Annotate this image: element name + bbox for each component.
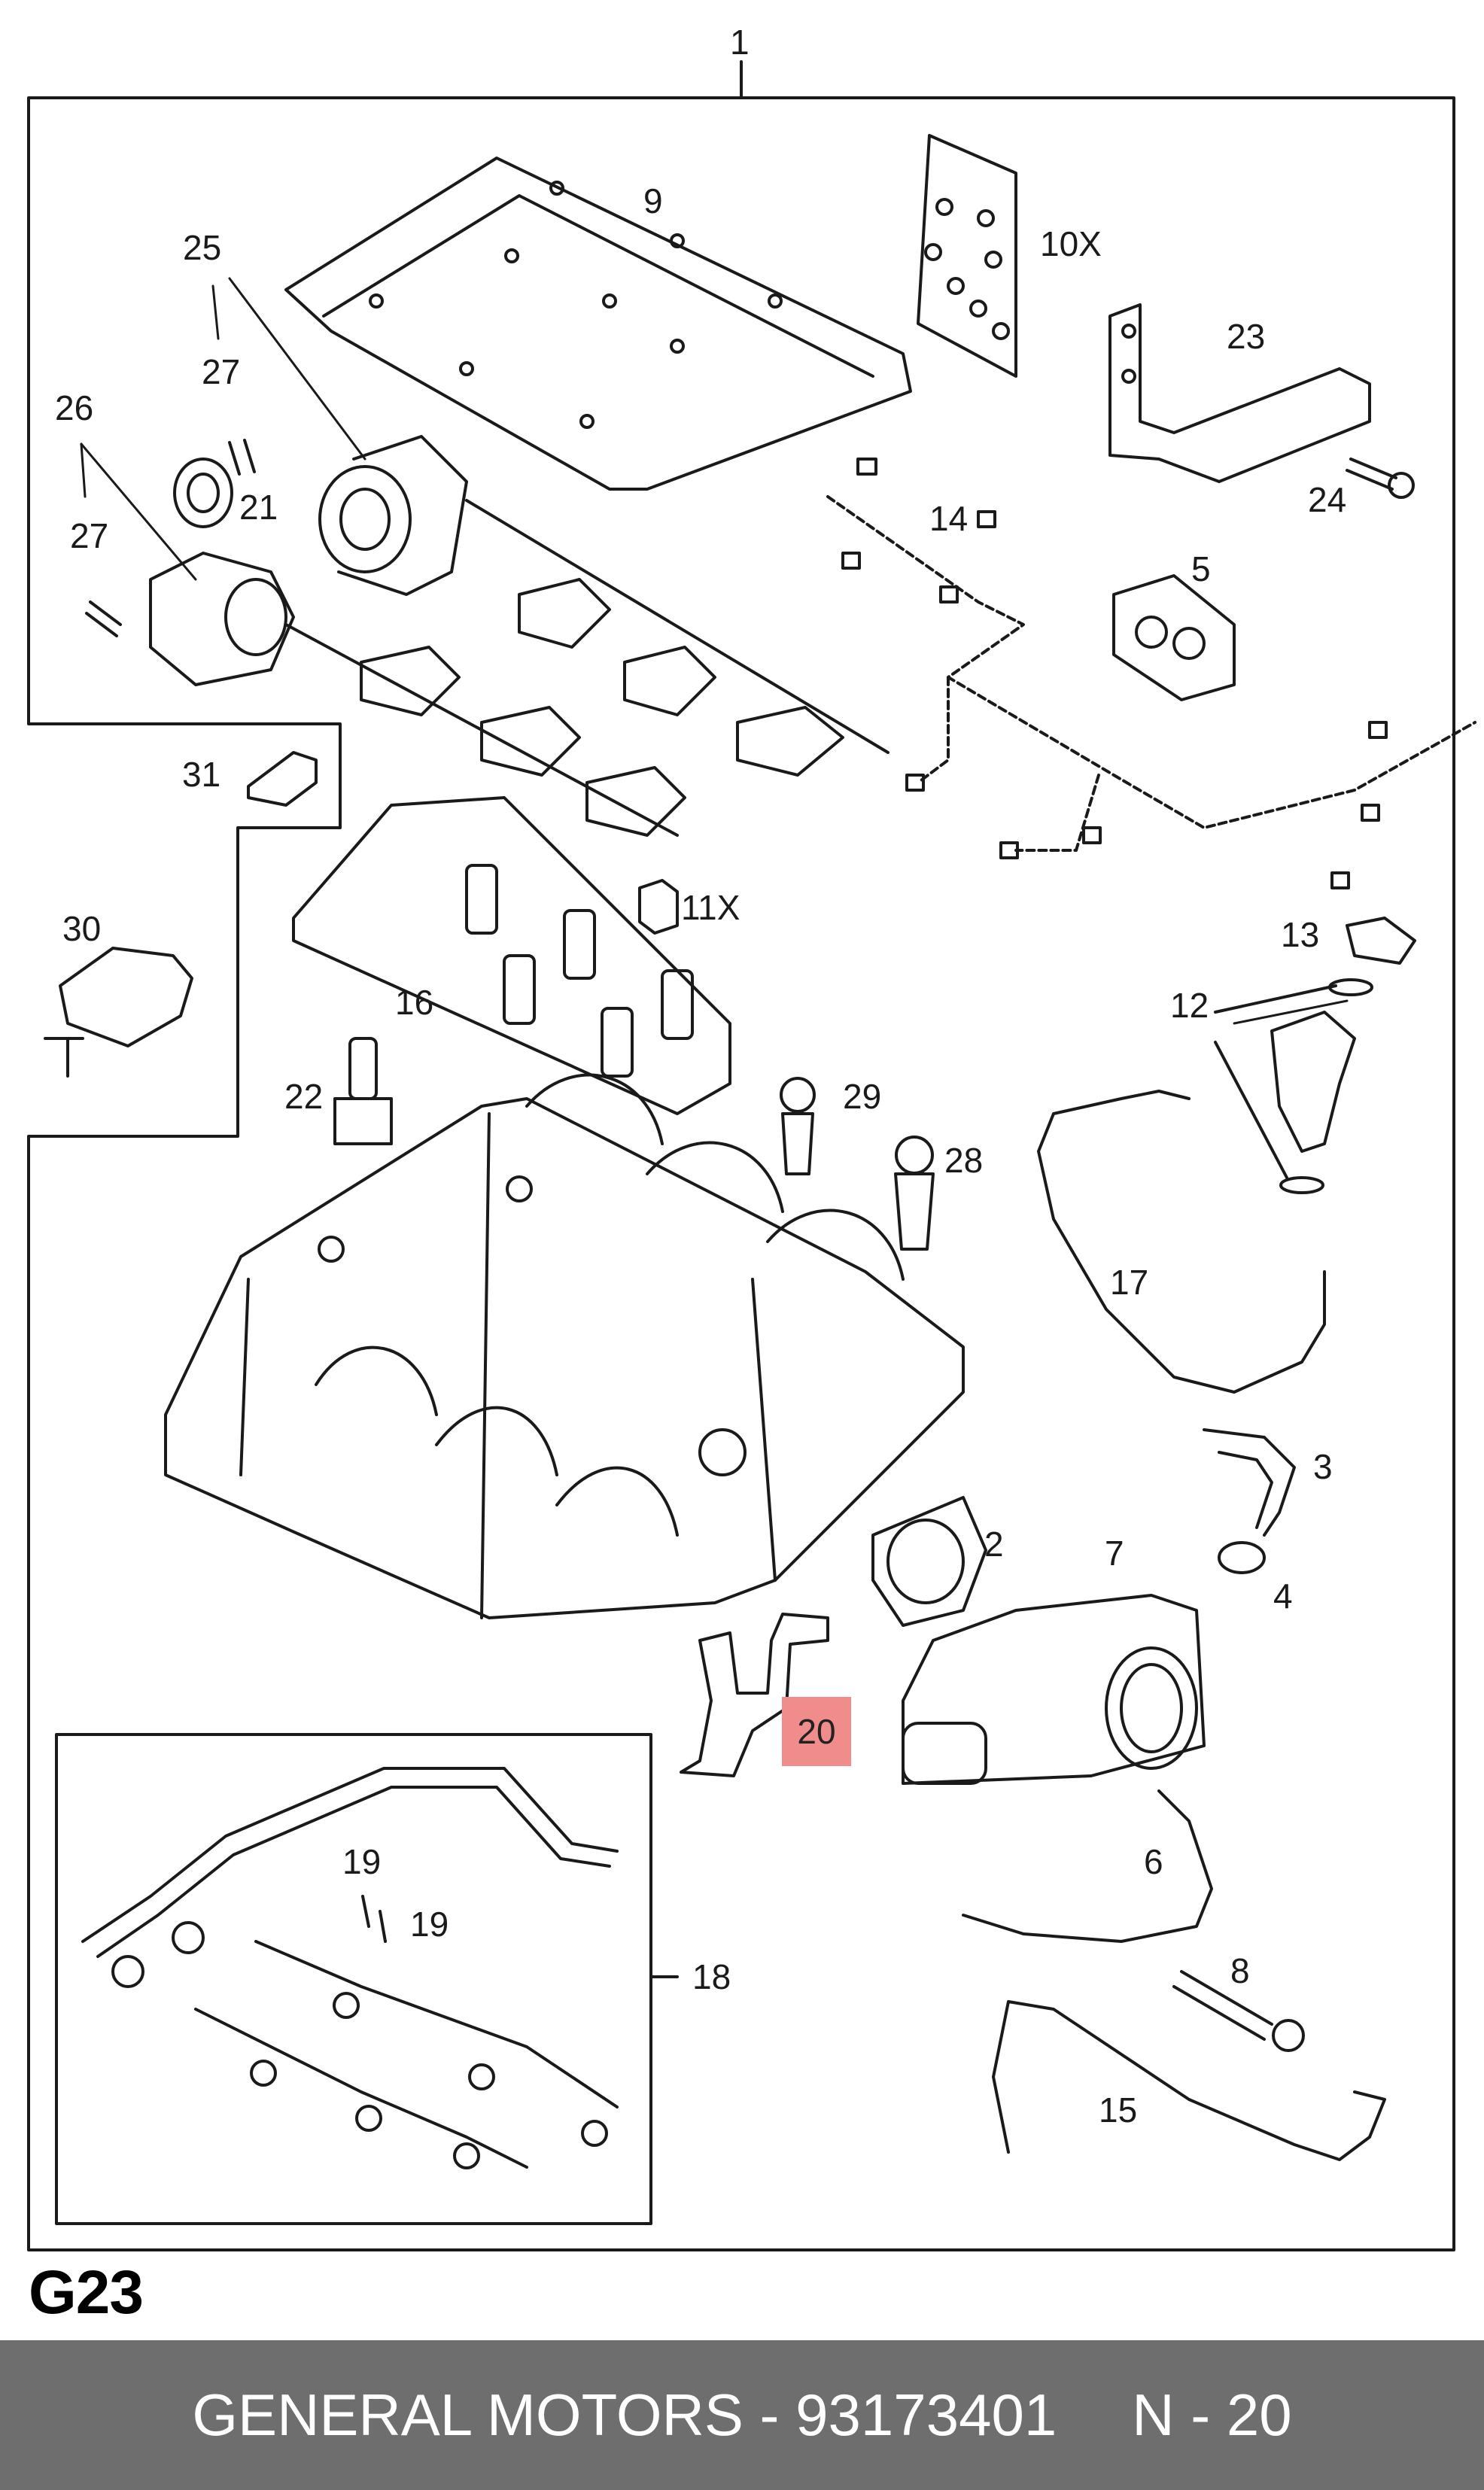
footer-bar: GENERAL MOTORS - 93173401 N - 20	[0, 2340, 1484, 2490]
connector-block-5	[1112, 574, 1236, 701]
callout-15: 15	[1099, 2090, 1137, 2130]
bracket-20	[680, 1613, 829, 1777]
callout-labels: 1 9 10X 25 27 23 26 21 24 14 5 27 31 11X…	[55, 23, 1346, 2130]
callout-13: 13	[1281, 915, 1319, 954]
callout-27-lower: 27	[70, 516, 108, 555]
callout-10x: 10X	[1040, 224, 1102, 263]
stud-28	[894, 1136, 935, 1251]
callout-30: 30	[62, 909, 101, 948]
callout-2: 2	[984, 1525, 1004, 1564]
callout-20-highlighted: 20	[797, 1712, 836, 1751]
footer-part-number: 93173401	[795, 2382, 1057, 2448]
callout-7: 7	[1105, 1534, 1124, 1573]
callout-23: 23	[1227, 317, 1265, 356]
callout-9: 9	[643, 181, 663, 220]
hose-6	[962, 1789, 1213, 1943]
callout-24: 24	[1308, 480, 1346, 519]
harness-connectors	[841, 458, 1388, 889]
seal-11x	[638, 879, 679, 935]
parts-diagram: 1 9 10X 25 27 23 26 21 24 14 5 27 31 11X…	[27, 23, 1476, 2251]
hose-15	[992, 2000, 1386, 2161]
hose-3	[1203, 1428, 1296, 1537]
gasket-2	[871, 1496, 987, 1627]
footer-brand: GENERAL MOTORS	[192, 2382, 744, 2448]
footer-separator: -	[759, 2382, 780, 2448]
sensor-22	[333, 1037, 393, 1145]
hose-17	[1037, 1090, 1326, 1394]
fuel-rail-18	[81, 1767, 619, 2169]
callout-8: 8	[1230, 1951, 1250, 1990]
actuator-25	[318, 435, 468, 596]
bracket-23	[1108, 303, 1371, 483]
callout-3: 3	[1313, 1447, 1333, 1486]
coil-pack-16	[292, 796, 731, 1115]
assembly-frame	[27, 96, 1455, 2251]
bolts-19	[361, 1895, 387, 1943]
callout-19-b: 19	[410, 1905, 449, 1944]
group-code: G23	[29, 2258, 144, 2327]
callout-27-upper: 27	[202, 352, 240, 391]
highlight-marker	[782, 1697, 851, 1766]
stud-29	[780, 1077, 816, 1175]
callout-19-a: 19	[342, 1842, 381, 1881]
bolt-24	[1346, 458, 1415, 499]
fuel-rail-box	[55, 1733, 652, 2225]
clip-13	[1346, 917, 1416, 965]
callout-18: 18	[692, 1957, 731, 1996]
hose-3-inner	[1218, 1451, 1273, 1529]
callout-28: 28	[944, 1141, 983, 1180]
screw-27	[85, 439, 256, 637]
cover-plate	[284, 157, 912, 491]
throttle-body-7	[902, 1594, 1206, 1785]
callout-14: 14	[929, 499, 968, 538]
callout-4: 4	[1273, 1576, 1293, 1616]
callout-21: 21	[239, 488, 278, 527]
callout-25: 25	[183, 228, 221, 267]
callout-26: 26	[55, 388, 93, 427]
footer-page: N - 20	[1132, 2382, 1292, 2448]
callout-16: 16	[395, 983, 433, 1022]
part-21	[173, 458, 233, 528]
callout-1: 1	[730, 23, 750, 62]
bolt-bag	[917, 134, 1017, 378]
callout-6: 6	[1144, 1842, 1163, 1881]
intake-manifold	[164, 1073, 965, 1619]
clip-31	[247, 751, 318, 807]
callout-22: 22	[284, 1077, 323, 1116]
valve-30	[44, 947, 193, 1078]
flap-shaft	[284, 499, 889, 837]
actuator-26	[149, 552, 295, 686]
clamp-4	[1218, 1541, 1266, 1574]
callout-12: 12	[1170, 986, 1209, 1025]
injector-12	[1214, 978, 1373, 1194]
callout-17: 17	[1110, 1263, 1148, 1302]
bolt-8	[1172, 1970, 1305, 2052]
callout-29: 29	[843, 1077, 881, 1116]
footer-line: GENERAL MOTORS - 93173401 N - 20	[192, 2381, 1291, 2449]
wiring-harness	[826, 495, 1476, 852]
callout-11x: 11X	[681, 888, 740, 927]
callout-31: 31	[182, 755, 220, 794]
leader-lines	[80, 277, 1349, 1025]
callout-5: 5	[1191, 549, 1211, 588]
